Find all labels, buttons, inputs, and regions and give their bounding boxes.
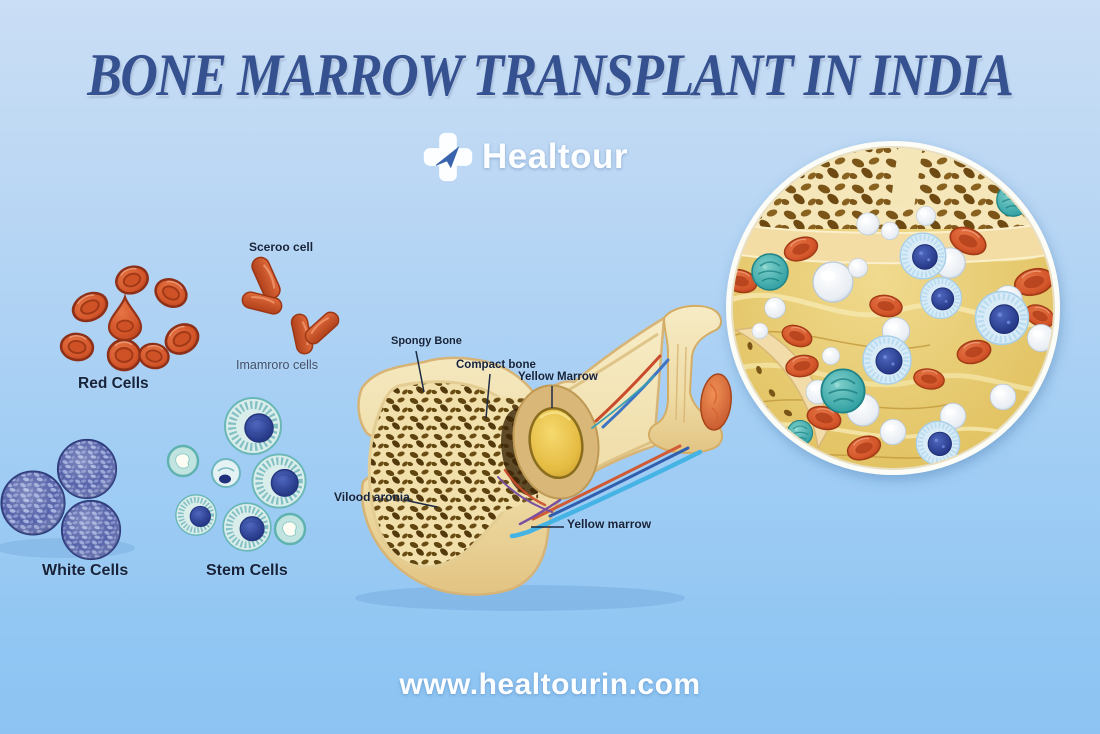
- yellow-marrow-bottom-label: Yellow marrow: [567, 517, 652, 531]
- page-title-text: BONE MARROW TRANSPLANT IN INDIA: [87, 41, 1014, 109]
- compact-bone-label: Compact bone: [456, 359, 536, 371]
- website-url: www.healtourin.com: [399, 668, 701, 701]
- yellow-marrow-disc: [528, 406, 584, 480]
- imamroro-cells-label: Imamroro cells: [236, 358, 318, 372]
- red-cells-label: Red Cells: [78, 375, 149, 392]
- bone-knob: [648, 304, 732, 454]
- vilood-aronia-label: Vilood aronia: [334, 490, 410, 504]
- plane-glyph: [435, 146, 460, 169]
- stem-cells-illustration: [166, 398, 306, 551]
- label-leader-lines: [403, 350, 564, 528]
- medical-cross-plane-icon: [423, 132, 473, 182]
- white-cells-illustration: [0, 438, 135, 561]
- red-marrow-tissue: [700, 373, 732, 431]
- stem-cells-label: Stem Cells: [206, 562, 288, 579]
- sceroo-cell-label: Sceroo cell: [249, 240, 314, 254]
- spongy-bone-label: Spongy Bone: [391, 335, 462, 347]
- sceroo-cells-illustration: [239, 253, 343, 357]
- red-cells-illustration: [58, 261, 205, 372]
- marrow-magnified-inset: [726, 141, 1060, 475]
- brand-logo: Healtour: [422, 128, 628, 186]
- page-title: BONE MARROW TRANSPLANT IN INDIA: [0, 41, 1100, 108]
- blood-vessels-bottom: [497, 444, 703, 539]
- white-cells-label: White Cells: [42, 562, 129, 579]
- teardrop-cell: [107, 293, 143, 342]
- brand-name: Healtour: [482, 137, 628, 176]
- blood-vessels-top: [591, 354, 670, 429]
- bone-cross-section: [355, 304, 732, 611]
- yellow-marrow-top-label: Yellow Marrow: [518, 371, 598, 383]
